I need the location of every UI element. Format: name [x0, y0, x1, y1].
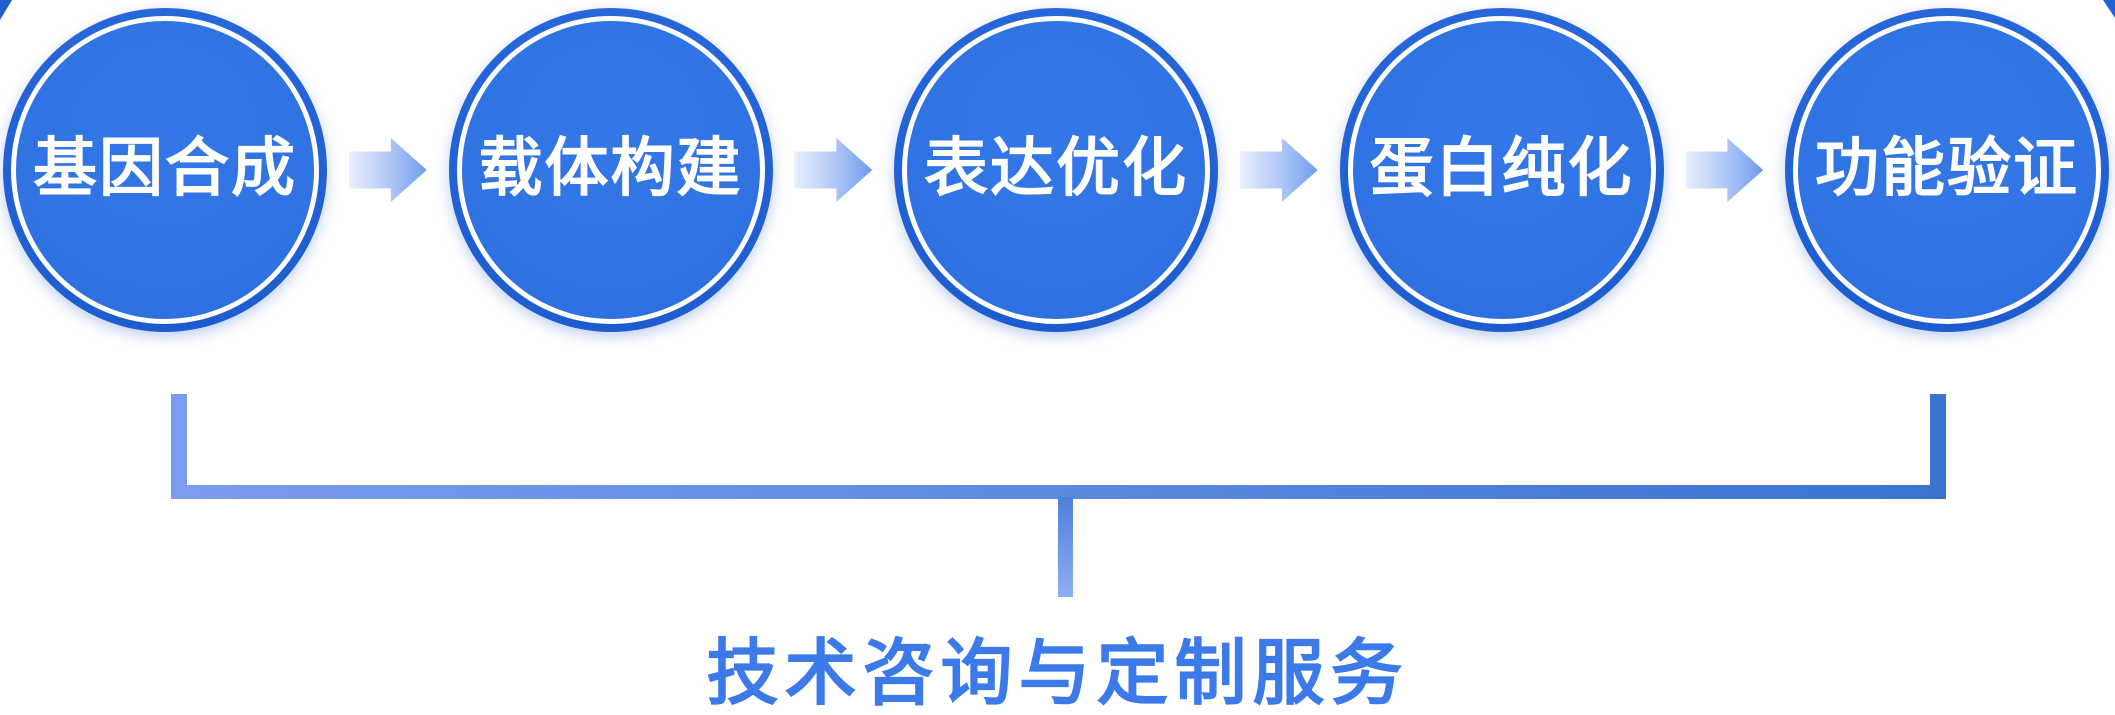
step-circle-inner: 基因合成 [11, 16, 319, 324]
step-circle-function-validation: 功能验证 [1785, 8, 2109, 332]
step-circle-vector-construction: 载体构建 [448, 8, 773, 332]
bracket-center-stem [1058, 497, 1073, 597]
step-circle-protein-purification: 蛋白纯化 [1339, 8, 1664, 332]
step-circle-inner: 载体构建 [456, 16, 765, 324]
step-circle-inner: 表达优化 [902, 16, 1210, 324]
arrow-right-icon [348, 138, 427, 202]
bracket-left-riser [171, 394, 187, 499]
step-label: 蛋白纯化 [1369, 132, 1634, 204]
step-label: 载体构建 [478, 132, 743, 204]
step-label: 功能验证 [1815, 132, 2079, 204]
bottom-service-label: 技术咨询与定制服务 [706, 634, 1409, 714]
arrow-right-icon [1685, 138, 1764, 202]
step-circle-inner: 功能验证 [1793, 16, 2101, 324]
step-circle-gene-synthesis: 基因合成 [3, 8, 327, 332]
bracket-bar [171, 485, 1946, 499]
arrow-right-icon [794, 138, 873, 202]
step-circle-inner: 蛋白纯化 [1347, 16, 1656, 324]
flow-steps-row: 基因合成 载体构建 表达优化 蛋白纯化 功能验证 [0, 8, 2115, 332]
arrow-right-icon [1239, 138, 1318, 202]
step-label: 基因合成 [33, 132, 297, 204]
bracket-right-riser [1930, 394, 1946, 499]
step-label: 表达优化 [924, 132, 1188, 204]
step-circle-expression-optimization: 表达优化 [894, 8, 1218, 332]
